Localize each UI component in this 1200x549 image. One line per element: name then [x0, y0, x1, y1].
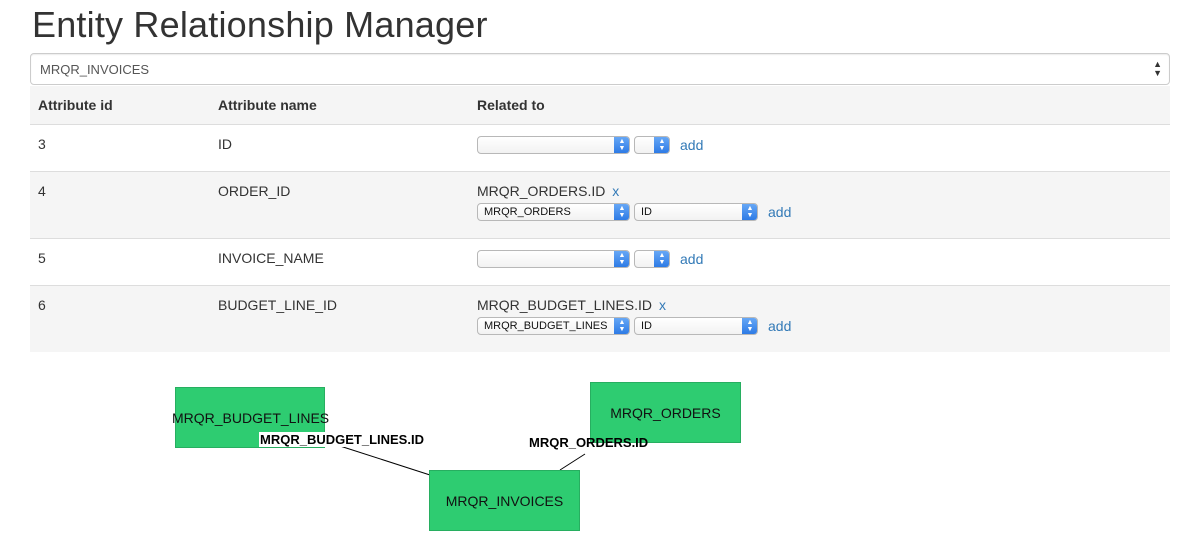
- select-arrows-icon: ▲▼: [654, 250, 669, 267]
- related-table-select[interactable]: ▲▼: [477, 249, 630, 268]
- relation-controls: MRQR_BUDGET_LINES ▲▼ ID ▲▼ add: [477, 316, 1162, 335]
- entity-select-value: MRQR_INVOICES: [40, 62, 150, 77]
- relation-controls: MRQR_ORDERS ▲▼ ID ▲▼ add: [477, 202, 1162, 221]
- related-table-select[interactable]: MRQR_BUDGET_LINES ▲▼: [477, 316, 630, 335]
- attribute-id-cell: 4: [30, 170, 210, 238]
- diagram-node-orders[interactable]: MRQR_ORDERS: [590, 382, 741, 443]
- relation-controls: ▲▼ ▲▼ add: [477, 135, 1162, 154]
- table-row: 5 INVOICE_NAME ▲▼ ▲▼ add: [30, 237, 1170, 285]
- select-arrows-icon: ▲▼: [654, 136, 669, 153]
- related-attribute-select[interactable]: ▲▼: [634, 249, 670, 268]
- related-table-select[interactable]: MRQR_ORDERS ▲▼: [477, 202, 630, 221]
- edge-line-orders: [559, 453, 586, 471]
- attribute-name-cell: ID: [210, 123, 469, 171]
- table-row: 6 BUDGET_LINE_ID MRQR_BUDGET_LINES.ID x …: [30, 284, 1170, 352]
- add-relation-link[interactable]: add: [680, 250, 704, 267]
- remove-relation-link[interactable]: x: [612, 182, 620, 199]
- header-related-to: Related to: [469, 86, 1170, 125]
- header-attribute-name: Attribute name: [210, 86, 469, 125]
- select-arrows-icon: ▲▼: [614, 203, 629, 220]
- select-arrows-icon: ▲▼: [742, 317, 757, 334]
- related-attribute-select[interactable]: ▲▼: [634, 135, 670, 154]
- attribute-name-cell: BUDGET_LINE_ID: [210, 284, 469, 352]
- related-to-cell: MRQR_ORDERS.ID x MRQR_ORDERS ▲▼ ID ▲▼ ad…: [469, 170, 1170, 238]
- relationship-diagram: MRQR_BUDGET_LINES MRQR_ORDERS MRQR_INVOI…: [0, 360, 1200, 549]
- existing-relation: MRQR_ORDERS.ID x: [477, 183, 1162, 199]
- related-attribute-select[interactable]: ID ▲▼: [634, 202, 758, 221]
- select-arrows-icon: ▲▼: [614, 317, 629, 334]
- attribute-id-cell: 5: [30, 237, 210, 285]
- attribute-id-cell: 3: [30, 123, 210, 171]
- related-to-cell: MRQR_BUDGET_LINES.ID x MRQR_BUDGET_LINES…: [469, 284, 1170, 352]
- add-relation-link[interactable]: add: [768, 203, 792, 220]
- attribute-name-cell: ORDER_ID: [210, 170, 469, 238]
- relation-text: MRQR_ORDERS.ID: [477, 182, 606, 199]
- page-title: Entity Relationship Manager: [32, 4, 488, 45]
- related-to-cell: ▲▼ ▲▼ add: [469, 123, 1170, 171]
- diagram-node-invoices[interactable]: MRQR_INVOICES: [429, 470, 580, 531]
- related-table-select[interactable]: ▲▼: [477, 135, 630, 154]
- table-row: 3 ID ▲▼ ▲▼ add: [30, 123, 1170, 171]
- relation-text: MRQR_BUDGET_LINES.ID: [477, 296, 653, 313]
- add-relation-link[interactable]: add: [768, 317, 792, 334]
- entity-select[interactable]: MRQR_INVOICES ▲▼: [30, 53, 1170, 85]
- table-row: 4 ORDER_ID MRQR_ORDERS.ID x MRQR_ORDERS …: [30, 170, 1170, 238]
- existing-relation: MRQR_BUDGET_LINES.ID x: [477, 297, 1162, 313]
- edge-line-budget-lines: [339, 445, 431, 476]
- remove-relation-link[interactable]: x: [658, 296, 666, 313]
- header-attribute-id: Attribute id: [30, 86, 210, 125]
- table-header-row: Attribute id Attribute name Related to: [30, 86, 1170, 125]
- add-relation-link[interactable]: add: [680, 136, 704, 153]
- related-to-cell: ▲▼ ▲▼ add: [469, 237, 1170, 285]
- select-arrows-icon: ▲▼: [614, 136, 629, 153]
- select-arrows-icon: ▲▼: [1153, 59, 1162, 78]
- attributes-table: Attribute id Attribute name Related to 3…: [30, 86, 1170, 352]
- diagram-node-budget-lines[interactable]: MRQR_BUDGET_LINES: [172, 387, 329, 448]
- relation-controls: ▲▼ ▲▼ add: [477, 249, 1162, 268]
- edge-label-orders: MRQR_ORDERS.ID: [529, 435, 649, 450]
- attribute-id-cell: 6: [30, 284, 210, 352]
- select-arrows-icon: ▲▼: [742, 203, 757, 220]
- select-arrows-icon: ▲▼: [614, 250, 629, 267]
- attribute-name-cell: INVOICE_NAME: [210, 237, 469, 285]
- diagram-edges: [339, 445, 586, 476]
- edge-label-budget-lines: MRQR_BUDGET_LINES.ID: [259, 432, 425, 447]
- related-attribute-select[interactable]: ID ▲▼: [634, 316, 758, 335]
